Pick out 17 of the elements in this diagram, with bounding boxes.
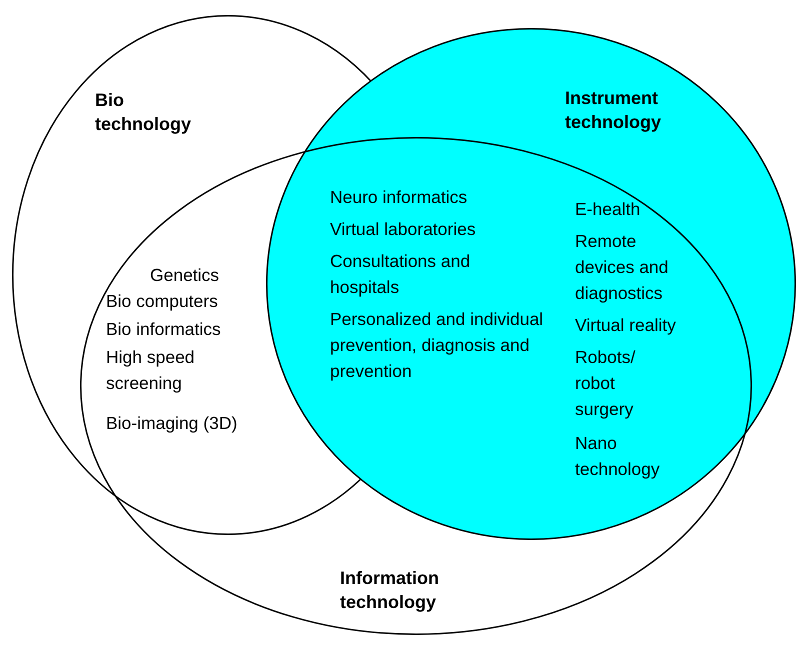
- item-text: Neuro informatics: [330, 186, 468, 209]
- item-text: Consultations and hospitals: [330, 250, 472, 299]
- item-text: Bio informatics: [106, 318, 222, 341]
- item-text: Bio computers: [106, 290, 219, 313]
- item-text: Virtual reality: [575, 314, 677, 337]
- item-text: High speed screening: [106, 346, 196, 395]
- item-text: Remote devices and diagnostics: [575, 230, 670, 305]
- item-text: Bio-imaging (3D): [106, 412, 238, 435]
- item-text: E-health: [575, 198, 642, 221]
- item-text: Robots/ robot surgery: [575, 346, 636, 421]
- item-text: Nano technology: [575, 432, 661, 481]
- set-heading: Bio technology: [95, 89, 192, 136]
- item-text: Virtual laboratories: [330, 218, 477, 241]
- item-text: Genetics: [150, 264, 220, 287]
- set-heading: Instrument technology: [565, 87, 662, 134]
- item-text: Personalized and individual prevention, diagnosis and prevention: [330, 308, 544, 383]
- set-heading: Information technology: [340, 567, 440, 614]
